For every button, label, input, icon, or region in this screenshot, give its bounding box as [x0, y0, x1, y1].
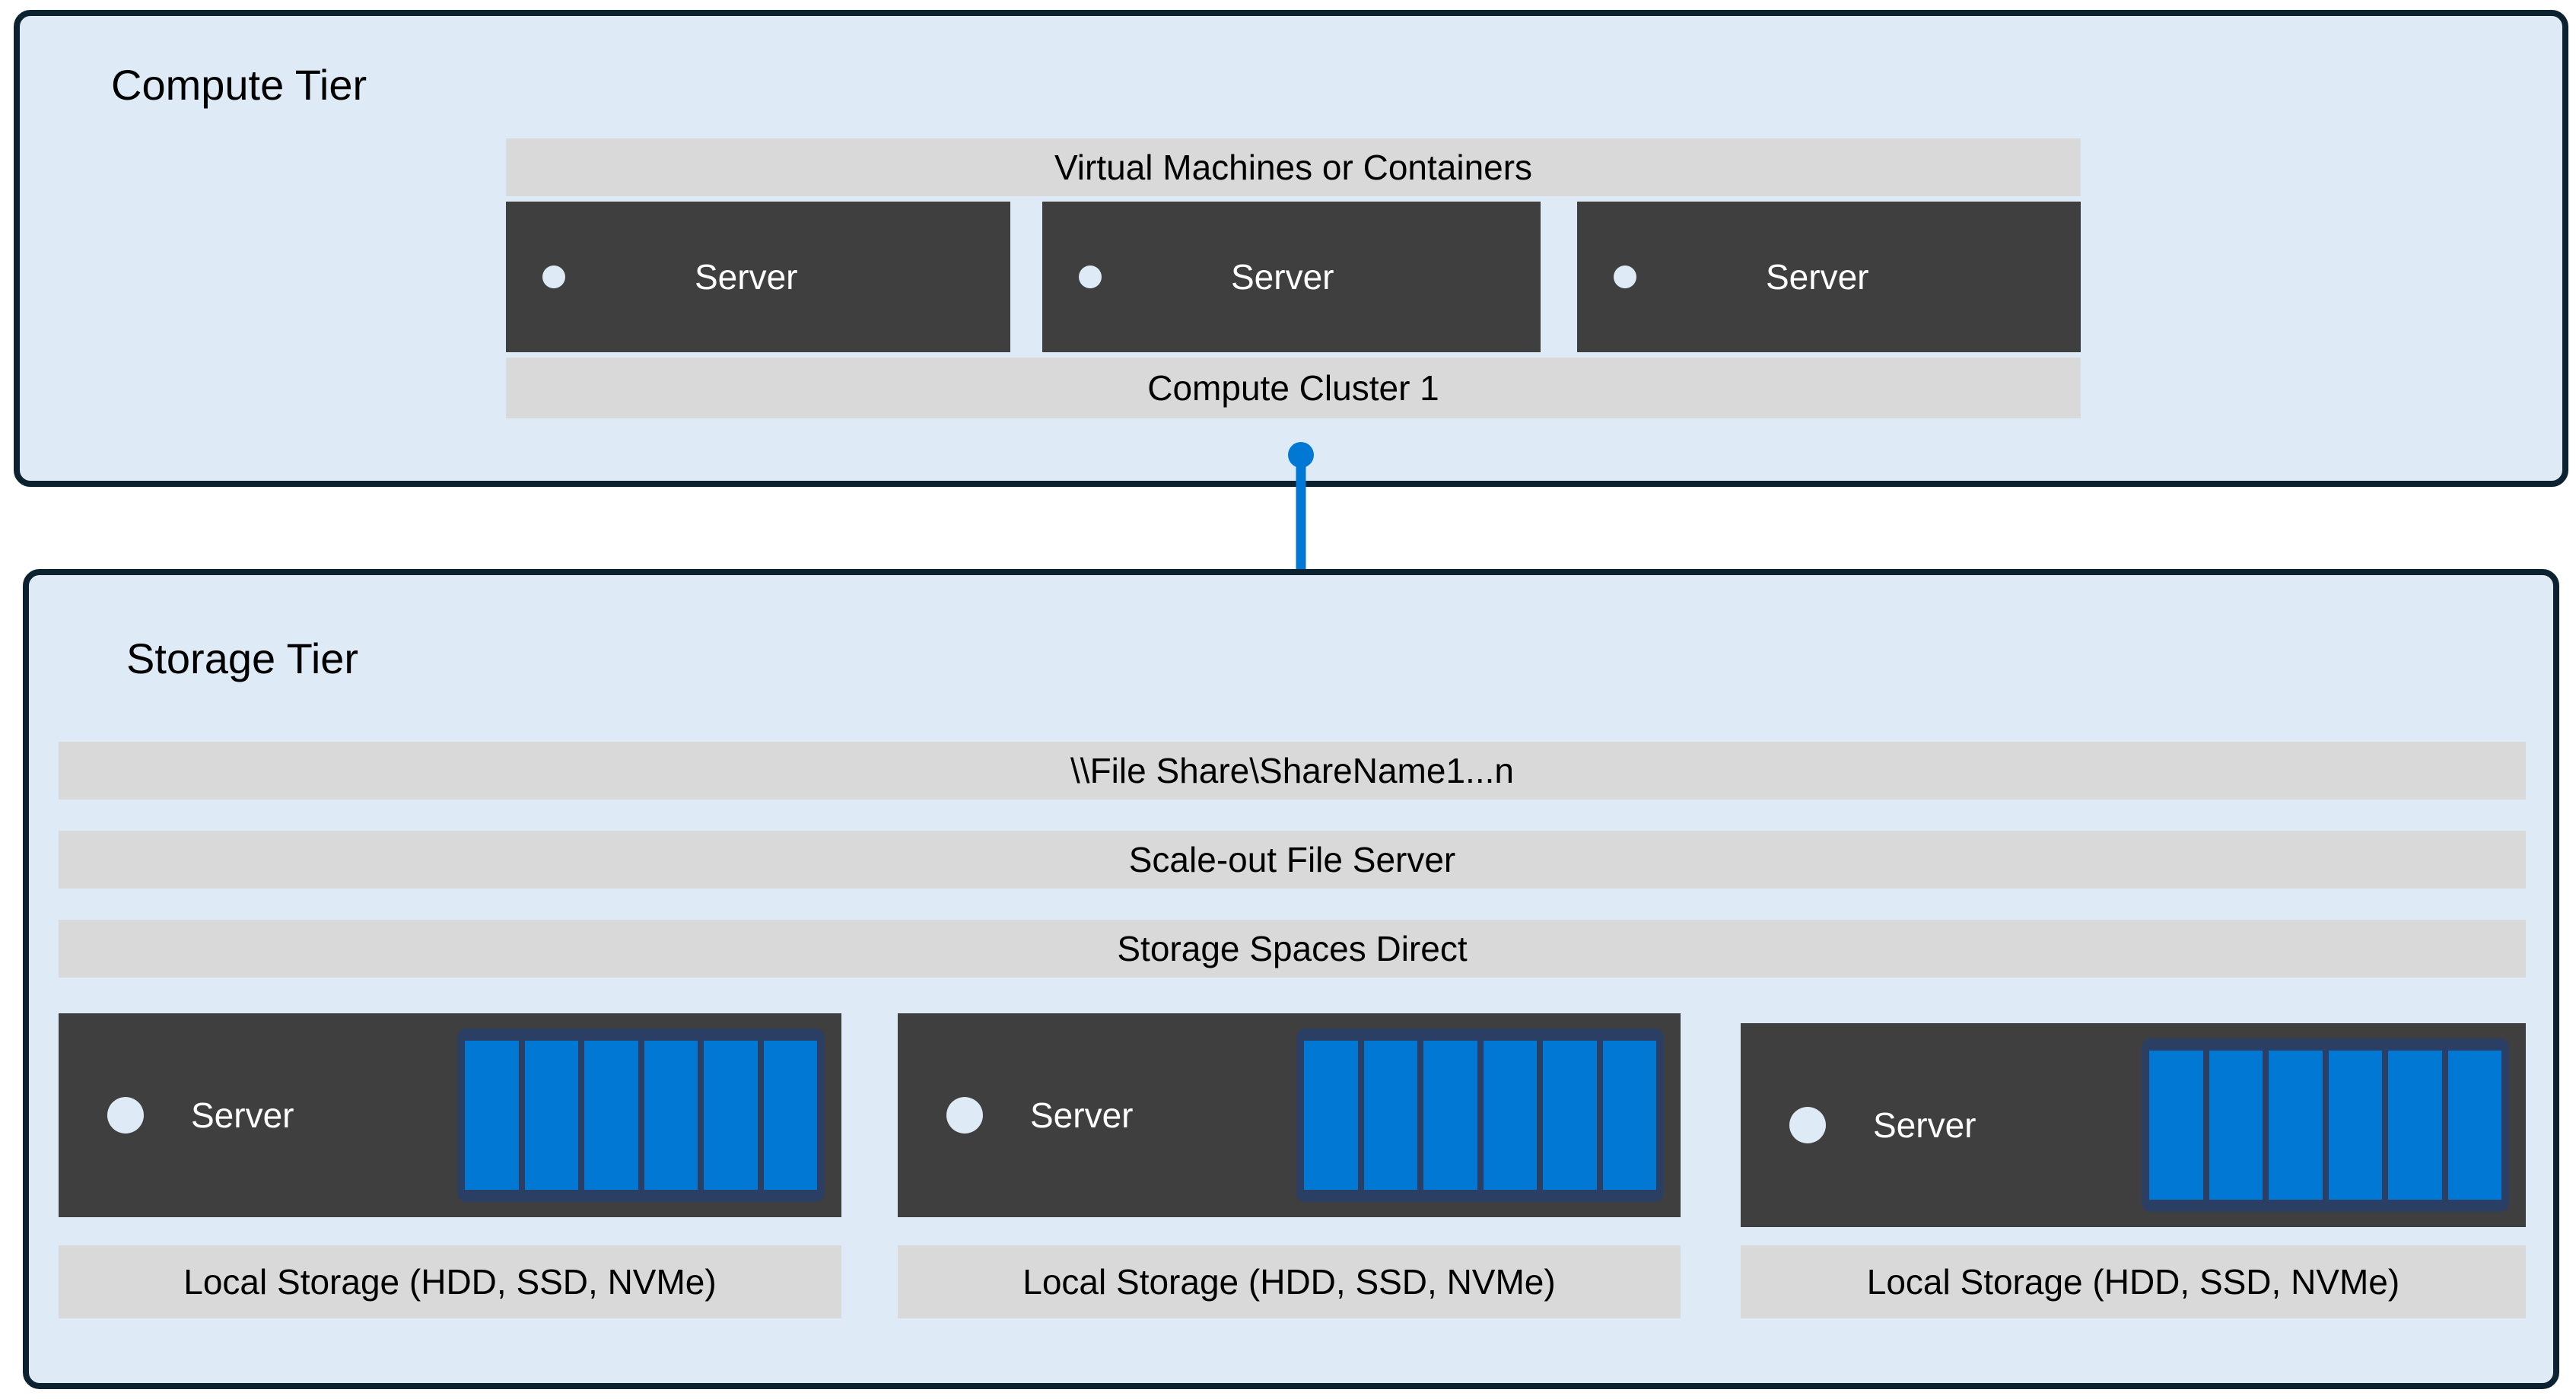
- scale-out-file-server-band-label: Scale-out File Server: [1128, 840, 1456, 879]
- disk-bay: [2149, 1051, 2203, 1200]
- disk-bay: [2209, 1051, 2263, 1200]
- file-share-band-label: \\File Share\ShareName1...n: [1070, 751, 1514, 790]
- file-share-band: \\File Share\ShareName1...n: [59, 742, 2526, 800]
- status-led-icon: [1079, 265, 1102, 288]
- disk-bay: [2388, 1051, 2442, 1200]
- local-storage-band: Local Storage (HDD, SSD, NVMe): [898, 1245, 1681, 1318]
- compute-server-label: Server: [1766, 257, 1869, 297]
- status-led-icon: [542, 265, 565, 288]
- disk-bay: [1304, 1041, 1358, 1190]
- compute-cluster-band-label: Compute Cluster 1: [1147, 368, 1439, 408]
- status-led-icon: [1789, 1107, 1826, 1143]
- storage-server-label: Server: [191, 1095, 294, 1135]
- storage-tier-title: Storage Tier: [126, 634, 359, 682]
- compute-cluster-band: Compute Cluster 1: [506, 358, 2081, 418]
- compute-tier-title: Compute Tier: [111, 61, 367, 109]
- disk-bay: [2328, 1051, 2382, 1200]
- disk-array: [457, 1029, 825, 1202]
- storage-spaces-direct-band: Storage Spaces Direct: [59, 920, 2526, 978]
- disk-bay: [1483, 1041, 1537, 1190]
- local-storage-band-label: Local Storage (HDD, SSD, NVMe): [1866, 1262, 2400, 1302]
- disk-array: [1296, 1029, 1664, 1202]
- disk-bay: [524, 1041, 578, 1190]
- disk-bay: [704, 1041, 758, 1190]
- storage-server-node[interactable]: Server: [898, 1013, 1681, 1217]
- disk-bay: [1363, 1041, 1417, 1190]
- disk-bay: [584, 1041, 638, 1190]
- status-led-icon: [1614, 265, 1636, 288]
- virtual-machines-band: Virtual Machines or Containers: [506, 138, 2081, 196]
- disk-bay: [1423, 1041, 1477, 1190]
- compute-server-node[interactable]: Server: [506, 202, 1010, 352]
- local-storage-band: Local Storage (HDD, SSD, NVMe): [59, 1245, 841, 1318]
- storage-server-label: Server: [1873, 1105, 1977, 1145]
- disk-bay: [763, 1041, 817, 1190]
- local-storage-band-label: Local Storage (HDD, SSD, NVMe): [183, 1262, 717, 1302]
- storage-server-node[interactable]: Server: [1741, 1023, 2526, 1227]
- connector-endpoint-dot-top: [1288, 442, 1314, 468]
- status-led-icon: [107, 1097, 144, 1134]
- disk-bay: [2269, 1051, 2323, 1200]
- scale-out-file-server-band: Scale-out File Server: [59, 831, 2526, 889]
- disk-array: [2142, 1038, 2509, 1212]
- disk-bay: [644, 1041, 698, 1190]
- disk-bay: [465, 1041, 519, 1190]
- storage-server-label: Server: [1030, 1095, 1134, 1135]
- disk-bay: [1543, 1041, 1597, 1190]
- disk-bay: [1602, 1041, 1656, 1190]
- compute-server-node[interactable]: Server: [1042, 202, 1541, 352]
- virtual-machines-band-label: Virtual Machines or Containers: [1054, 148, 1533, 187]
- compute-server-label: Server: [695, 257, 798, 297]
- local-storage-band-label: Local Storage (HDD, SSD, NVMe): [1022, 1262, 1556, 1302]
- storage-server-node[interactable]: Server: [59, 1013, 841, 1217]
- local-storage-band: Local Storage (HDD, SSD, NVMe): [1741, 1245, 2526, 1318]
- status-led-icon: [946, 1097, 983, 1134]
- compute-server-node[interactable]: Server: [1577, 202, 2081, 352]
- disk-bay: [2447, 1051, 2501, 1200]
- compute-server-label: Server: [1231, 257, 1334, 297]
- storage-spaces-direct-band-label: Storage Spaces Direct: [1117, 929, 1468, 968]
